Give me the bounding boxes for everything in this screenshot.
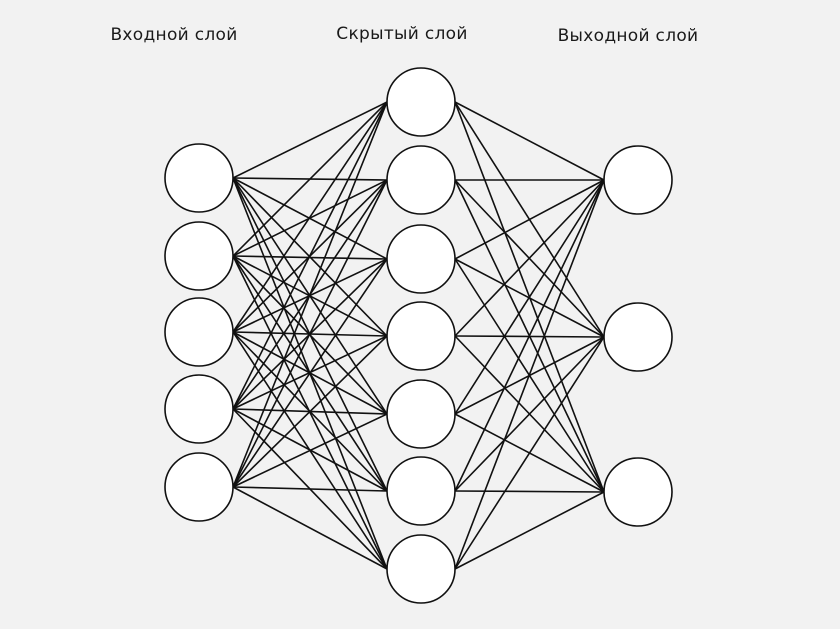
hidden-neuron-3 [386, 224, 456, 294]
hidden-layer-label: Скрытый слой [336, 24, 468, 44]
input-neuron-5 [164, 452, 234, 522]
output-neuron-1 [603, 145, 673, 215]
connection-input-4-hidden-1 [232, 179, 388, 488]
hidden-neuron-2 [386, 145, 456, 215]
input-neuron-1 [164, 143, 234, 213]
connection-input-1-hidden-2 [232, 255, 388, 260]
connection-input-4-hidden-4 [232, 413, 388, 488]
connection-input-4-hidden-2 [232, 258, 388, 488]
connection-input-4-hidden-3 [232, 335, 388, 488]
connection-input-1-hidden-0 [232, 101, 388, 257]
connection-hidden-6-output-1 [454, 336, 605, 570]
output-layer-label: Выходной слой [557, 26, 699, 46]
connections-group [232, 101, 605, 570]
neurons-group [164, 67, 673, 604]
connection-hidden-5-output-2 [454, 490, 605, 493]
input-neuron-4 [164, 374, 234, 444]
connection-hidden-6-output-2 [454, 491, 605, 570]
hidden-neuron-7 [386, 534, 456, 604]
input-layer-label: Входной слой [110, 25, 238, 45]
connection-hidden-5-output-0 [454, 179, 605, 492]
hidden-neuron-6 [386, 456, 456, 526]
connection-input-3-hidden-0 [232, 101, 388, 410]
connection-hidden-2-output-0 [454, 179, 605, 260]
connection-input-4-hidden-5 [232, 486, 388, 492]
input-neuron-2 [164, 221, 234, 291]
connection-hidden-0-output-0 [454, 101, 605, 181]
connection-input-0-hidden-0 [232, 101, 388, 179]
connection-hidden-4-output-0 [454, 179, 605, 415]
connection-hidden-5-output-1 [454, 336, 605, 492]
output-neuron-3 [603, 457, 673, 527]
connection-hidden-6-output-0 [454, 179, 605, 570]
connection-input-4-hidden-0 [232, 101, 388, 488]
connection-hidden-3-output-0 [454, 179, 605, 337]
output-neuron-2 [603, 302, 673, 372]
hidden-neuron-4 [386, 301, 456, 371]
connection-input-2-hidden-0 [232, 101, 388, 333]
connection-input-4-hidden-6 [232, 486, 388, 570]
hidden-neuron-1 [386, 67, 456, 137]
input-neuron-3 [164, 297, 234, 367]
hidden-neuron-5 [386, 379, 456, 449]
